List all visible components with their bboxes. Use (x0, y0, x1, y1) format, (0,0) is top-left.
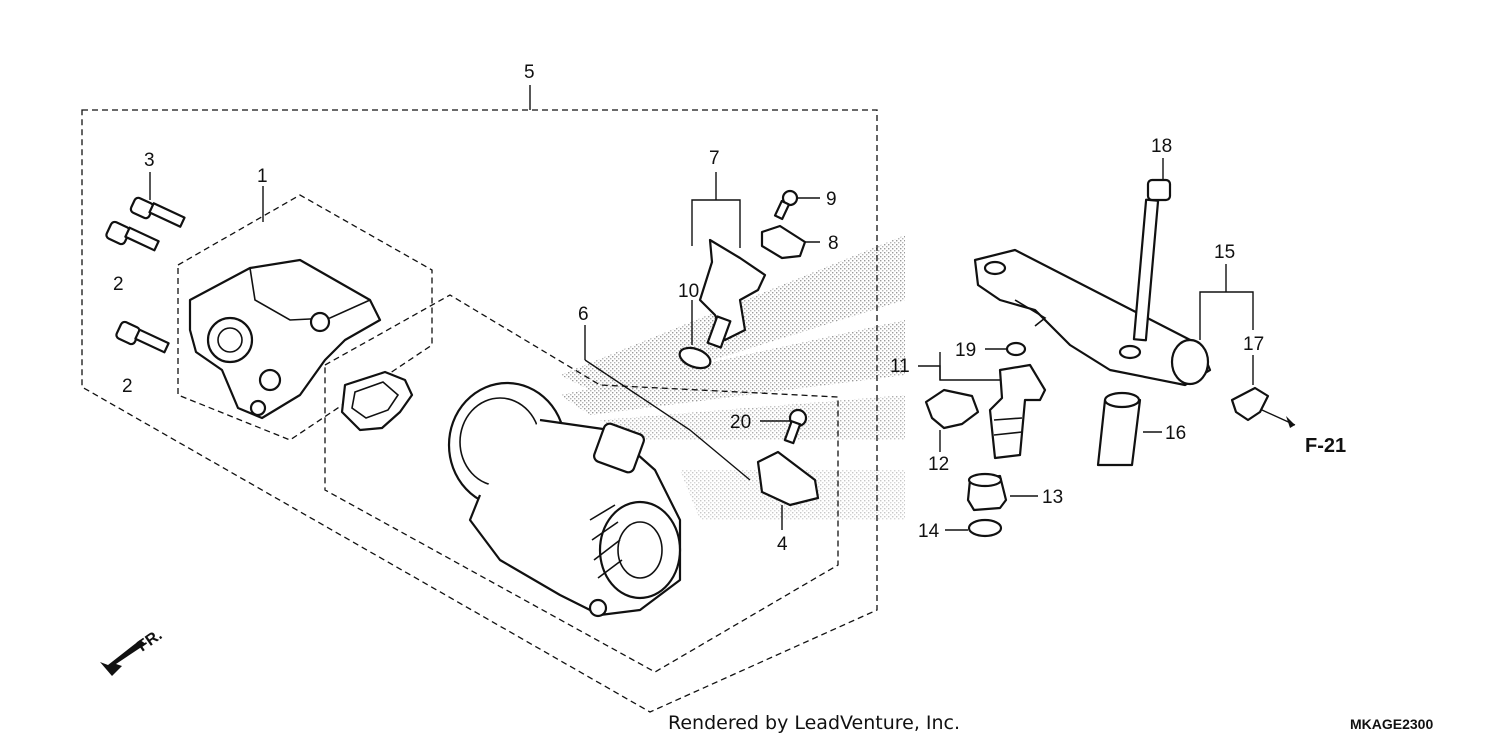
part-4-sensor (756, 450, 820, 507)
assembly-outline-5 (81, 109, 878, 713)
callout-5: 5 (524, 62, 535, 83)
bolt-3-icon (129, 196, 186, 228)
leader-lines (149, 85, 1254, 531)
callout-7: 7 (709, 148, 720, 169)
callout-11: 11 (890, 356, 910, 377)
diagram-code: MKAGE2300 (1350, 716, 1434, 732)
part-15-fuel-rail (973, 248, 1212, 387)
callout-8: 8 (828, 233, 839, 254)
part-16-collar (1096, 391, 1142, 467)
arrow-left-down-icon (100, 640, 146, 676)
part-7-sensor (698, 238, 767, 349)
front-marker-label: FR. (135, 627, 166, 656)
part-6-outline (324, 294, 839, 673)
callout-19: 19 (955, 340, 976, 361)
part-1-cover (188, 258, 382, 420)
callout-1: 1 (257, 166, 268, 187)
part-14-seal-ring (967, 518, 1003, 538)
callout-4: 4 (777, 534, 788, 555)
part-20-screw (783, 408, 808, 445)
callout-3: 3 (144, 150, 155, 171)
callout-13: 13 (1042, 487, 1063, 508)
bolt-2-upper-icon (105, 220, 160, 252)
callout-16: 16 (1165, 423, 1186, 444)
bolt-2-lower-icon (115, 320, 170, 354)
part-12-clip (924, 388, 980, 430)
callout-2-upper: 2 (113, 274, 124, 295)
credit-text: Rendered by LeadVenture, Inc. (668, 712, 961, 734)
part-1-outline (177, 194, 433, 441)
part-19-o-ring (1005, 341, 1027, 357)
part-10-o-ring (678, 346, 712, 370)
callout-18: 18 (1151, 136, 1172, 157)
part-9-screw (773, 189, 799, 221)
callout-15: 15 (1214, 242, 1235, 263)
callout-9: 9 (826, 189, 837, 210)
part-8-plate (760, 224, 807, 260)
callout-12: 12 (928, 454, 949, 475)
callout-14: 14 (918, 521, 940, 542)
part-17-clip (1230, 386, 1270, 422)
part-6-throttle-body (447, 381, 682, 618)
part-18-bolt (1132, 178, 1172, 342)
part-13-cushion (966, 472, 1008, 512)
callout-17: 17 (1243, 334, 1264, 355)
callout-6: 6 (578, 304, 589, 325)
callout-10: 10 (678, 281, 699, 302)
gasket (340, 370, 414, 432)
callout-2-lower: 2 (122, 376, 133, 397)
part-11-injector (988, 363, 1047, 460)
reference-f21: F-21 (1305, 435, 1346, 457)
callout-20: 20 (730, 412, 751, 433)
